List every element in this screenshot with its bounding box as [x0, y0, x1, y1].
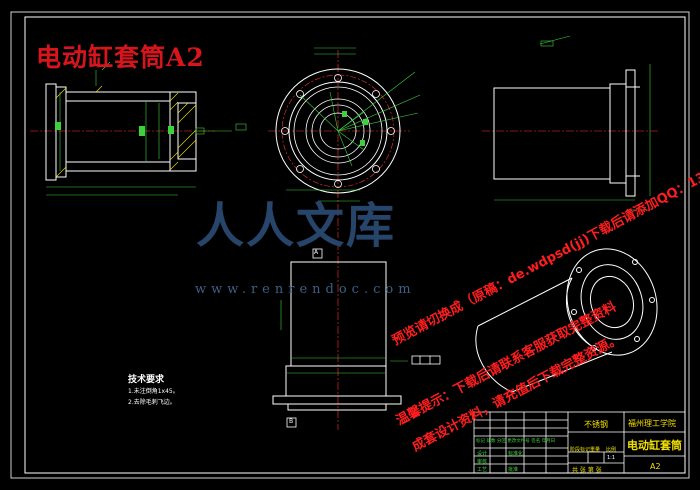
review-label: 审核 — [477, 459, 488, 465]
technical-requirements-heading: 技术要求 — [128, 375, 165, 385]
drawing-title: 电动缸套筒A2 — [36, 43, 205, 72]
watermark-site: www.renrendoc.com — [195, 282, 416, 297]
stage-labels: 阶段标记 — [570, 447, 591, 453]
scale-value: 1:1 — [607, 455, 616, 461]
technical-requirement-item-2: 2.去除毛刺飞边。 — [128, 399, 176, 406]
design-label: 设计 — [477, 451, 488, 457]
lower-section-view — [272, 242, 441, 430]
weight-label: 重量 — [590, 447, 601, 453]
scale-label: 比例 — [606, 447, 617, 453]
revision-row: 标记 处数 分区 更改文件号 签名 年月日 — [476, 439, 556, 444]
outer-sheet-border — [10, 11, 690, 479]
watermark-logo: 人人文库 — [196, 198, 397, 254]
isometric-view — [475, 248, 658, 393]
side-view — [482, 35, 660, 211]
approve-label: 批准 — [508, 467, 519, 473]
title-block-grid — [473, 411, 686, 474]
material-label: 不锈钢 — [584, 420, 608, 429]
school-label: 福州理工学院 — [628, 419, 676, 428]
sheet-info: 共 张 第 张 — [572, 467, 602, 474]
datum-b-label: B — [289, 418, 294, 425]
end-view-flange — [268, 47, 421, 238]
inner-sheet-border — [24, 16, 686, 474]
part-name-label: 电动缸套筒 — [627, 439, 682, 452]
front-section-view — [30, 61, 247, 196]
datum-a-label: A — [314, 249, 319, 256]
craft-label: 工艺 — [477, 467, 488, 473]
standard-label: 标准化 — [508, 451, 524, 457]
technical-requirement-item-1: 1.未注倒角1x45。 — [128, 388, 179, 395]
sheet-size-label: A2 — [650, 462, 661, 471]
